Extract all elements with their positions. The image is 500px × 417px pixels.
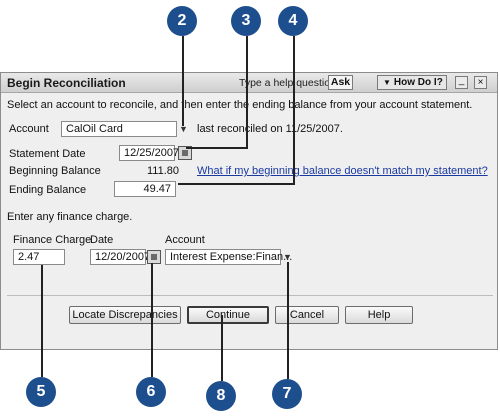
close-button[interactable]: × <box>474 76 487 89</box>
callout-3-line <box>246 36 248 148</box>
statement-date-field[interactable]: 12/25/2007 <box>119 145 179 161</box>
help-button[interactable]: Help <box>345 306 413 324</box>
ending-balance-label: Ending Balance <box>9 184 87 196</box>
ending-balance-field[interactable]: 49.47 <box>114 181 176 197</box>
how-do-i-button[interactable]: ▼How Do I? <box>377 75 447 90</box>
beginning-balance-mismatch-link[interactable]: What if my beginning balance doesn't mat… <box>197 165 488 177</box>
help-question-prompt: Type a help question <box>239 77 336 89</box>
callout-3-connector <box>186 147 248 149</box>
statement-date-label: Statement Date <box>9 148 86 160</box>
finance-account-label: Account <box>165 234 205 246</box>
button-separator <box>7 295 493 296</box>
callout-badge-3: 3 <box>231 6 261 36</box>
callout-badge-5: 5 <box>26 377 56 407</box>
finance-account-select[interactable]: Interest Expense:Finan... <box>165 249 292 265</box>
callout-badge-6: 6 <box>136 377 166 407</box>
calendar-icon[interactable] <box>178 146 192 160</box>
cancel-button[interactable]: Cancel <box>275 306 339 324</box>
triangle-down-icon: ▼ <box>383 78 391 87</box>
callout-badge-7: 7 <box>272 379 302 409</box>
callout-4-connector <box>178 183 295 185</box>
finance-charge-label: Finance Charge <box>13 234 92 246</box>
callout-badge-2: 2 <box>167 6 197 36</box>
callout-8-line <box>221 315 223 381</box>
callout-badge-8: 8 <box>206 381 236 411</box>
callout-2-line <box>182 36 184 126</box>
account-label: Account <box>9 123 49 135</box>
callout-4-line <box>293 36 295 184</box>
callout-6-line <box>151 263 153 377</box>
dialog-title: Begin Reconciliation <box>7 76 126 90</box>
callout-7-line <box>287 262 289 379</box>
chevron-down-icon[interactable]: ▼ <box>283 252 292 262</box>
chevron-down-icon[interactable]: ▼ <box>179 124 188 134</box>
callout-5-line <box>41 265 43 377</box>
minimize-button[interactable]: _ <box>455 76 468 89</box>
finance-date-field[interactable]: 12/20/2007 <box>90 249 150 265</box>
account-select[interactable]: CalOil Card <box>61 121 177 137</box>
beginning-balance-value: 111.80 <box>147 165 180 177</box>
finance-date-label: Date <box>90 234 114 246</box>
beginning-balance-label: Beginning Balance <box>9 165 101 177</box>
continue-button[interactable]: Continue <box>187 306 269 324</box>
locate-discrepancies-button[interactable]: Locate Discrepancies <box>69 306 181 324</box>
ask-button[interactable]: Ask <box>328 75 353 90</box>
finance-charge-field[interactable]: 2.47 <box>13 249 65 265</box>
last-reconciled-text: last reconciled on 11/25/2007. <box>197 123 343 135</box>
finance-charge-prompt: Enter any finance charge. <box>7 211 133 223</box>
calendar-icon[interactable] <box>147 250 161 264</box>
instructions-text: Select an account to reconcile, and then… <box>7 99 473 111</box>
begin-reconciliation-dialog: Begin Reconciliation Type a help questio… <box>0 72 498 350</box>
how-do-i-label: How Do I? <box>393 77 443 88</box>
callout-badge-4: 4 <box>278 6 308 36</box>
title-bar: Begin Reconciliation Type a help questio… <box>1 73 497 93</box>
